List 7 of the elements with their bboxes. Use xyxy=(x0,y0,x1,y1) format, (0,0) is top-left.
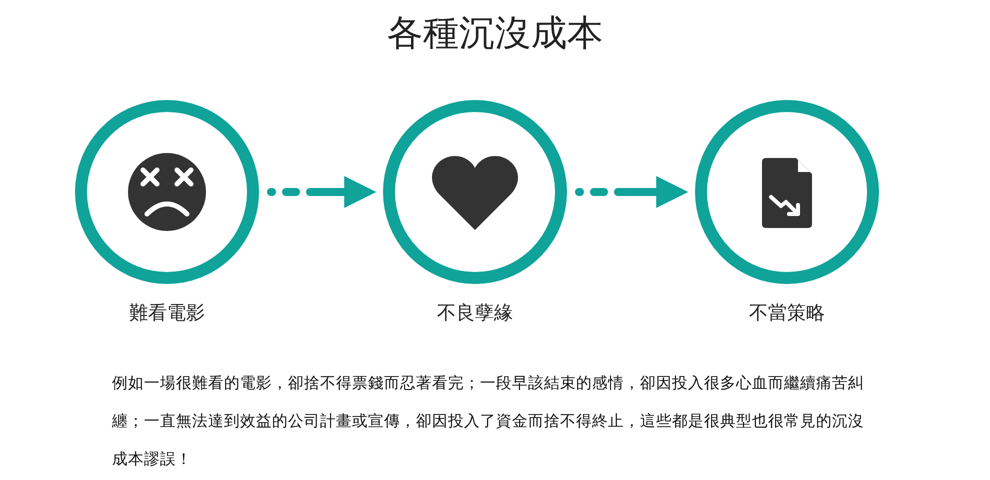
node-label: 不當策略 xyxy=(748,301,826,326)
arrow xyxy=(575,176,689,208)
node-label: 難看電影 xyxy=(128,301,206,326)
title: 各種沉沒成本 xyxy=(386,12,604,56)
node-label: 不良孽緣 xyxy=(436,301,514,326)
arrow xyxy=(267,176,377,208)
description-text: 例如一場很難看的電影，卻捨不得票錢而忍著看完；一段早該結束的感情，卻因投入很多心血而繼續痛苦糾纏；一直無法達到效益的公司計畫或宣傳，卻因投入了資金而捨不得終止，這些都是很典型也很常見的沉沒成本謬誤！ xyxy=(112,373,865,470)
